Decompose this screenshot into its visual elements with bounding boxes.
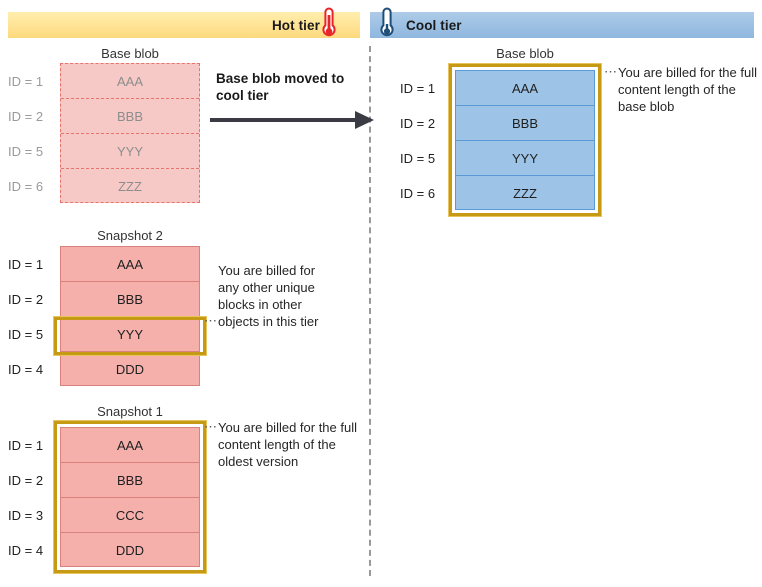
table-row: YYY (61, 134, 199, 169)
snapshot1-id-1: ID = 1 (8, 438, 44, 453)
cool-tier-label: Cool tier (406, 17, 462, 33)
cool-base-blob-table: AAA BBB YYY ZZZ (455, 70, 595, 210)
snapshot1-table: AAA BBB CCC DDD (60, 427, 200, 567)
table-row: ZZZ (513, 186, 537, 201)
cool-tier-header-bar: Cool tier (370, 12, 754, 38)
table-row: BBB (456, 106, 594, 141)
snapshot1-title: Snapshot 1 (97, 404, 163, 419)
table-row: AAA (61, 247, 199, 282)
snapshot2-id-1: ID = 1 (8, 257, 44, 272)
thermometer-hot-icon (320, 6, 338, 40)
tier-divider (369, 46, 371, 576)
snapshot2-table: AAA BBB YYY DDD (60, 246, 200, 386)
hot-base-id-1: ID = 1 (8, 74, 44, 89)
table-row: AAA (61, 428, 199, 463)
base-blob-moved-label: Base blob moved to cool tier (216, 71, 345, 103)
snapshot2-title: Snapshot 2 (97, 228, 163, 243)
snapshot2-id-3: ID = 5 (8, 327, 44, 342)
hot-base-id-2: ID = 2 (8, 109, 44, 124)
cool-base-leader-dots: ⋯ (604, 64, 617, 79)
hot-tier-label: Hot tier (271, 17, 320, 33)
hot-base-id-3: ID = 5 (8, 144, 44, 159)
cool-base-id-1: ID = 1 (400, 81, 436, 96)
snapshot1-leader-dots: ⋯ (204, 419, 217, 434)
table-row: DDD (115, 543, 145, 558)
snapshot2-id-2: ID = 2 (8, 292, 44, 307)
table-row: AAA (61, 64, 199, 99)
cool-base-id-3: ID = 5 (400, 151, 436, 166)
snapshot1-id-3: ID = 3 (8, 508, 44, 523)
snapshot2-annotation: You are billed for any other unique bloc… (218, 263, 319, 329)
table-row: AAA (456, 71, 594, 106)
table-row: BBB (61, 99, 199, 134)
table-row: ZZZ (118, 179, 142, 194)
move-arrow-icon (210, 110, 375, 130)
snapshot2-leader-dots: ⋯ (204, 313, 217, 328)
table-row: YYY (456, 141, 594, 176)
table-row: BBB (61, 282, 199, 317)
hot-base-blob-table: AAA BBB YYY ZZZ (60, 63, 200, 203)
table-row: BBB (61, 463, 199, 498)
table-row: CCC (61, 498, 199, 533)
hot-tier-header-bar: Hot tier (8, 12, 360, 38)
table-row: YYY (61, 317, 199, 352)
thermometer-cool-icon (378, 6, 396, 40)
snapshot1-id-2: ID = 2 (8, 473, 44, 488)
cool-base-annotation: You are billed for the full content leng… (618, 65, 758, 114)
cool-base-id-2: ID = 2 (400, 116, 436, 131)
cool-base-blob-title: Base blob (496, 46, 554, 61)
hot-base-id-4: ID = 6 (8, 179, 44, 194)
snapshot1-id-4: ID = 4 (8, 543, 44, 558)
cool-base-id-4: ID = 6 (400, 186, 436, 201)
snapshot1-annotation: You are billed for the full content leng… (218, 420, 358, 469)
snapshot2-id-4: ID = 4 (8, 362, 44, 377)
hot-base-blob-title: Base blob (101, 46, 159, 61)
table-row: DDD (115, 362, 145, 377)
